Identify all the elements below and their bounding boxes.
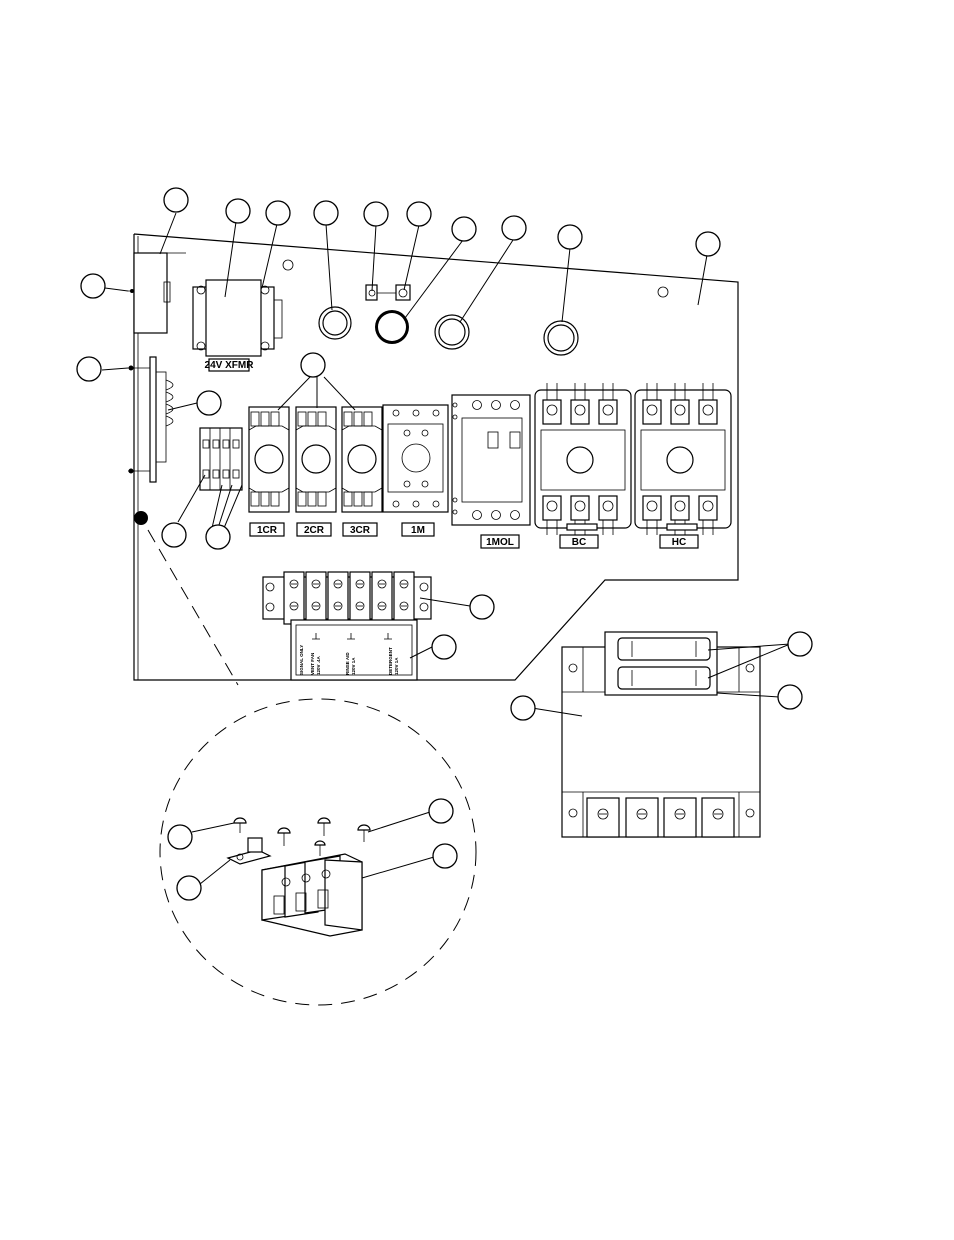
signal-item-2-line1: RINSE AID (345, 652, 350, 675)
callout-bubble (696, 232, 720, 256)
contactor-1m: 1M (383, 405, 448, 536)
strip-terminal (394, 572, 414, 624)
transformer: 24V XFMR (193, 280, 282, 371)
large-contactors (535, 383, 731, 535)
overload-1mol-label: 1MOL (486, 537, 514, 548)
relay-label: 1CR (257, 525, 278, 536)
callout-bubble (206, 525, 230, 549)
callout-bubble (81, 274, 105, 298)
grommets (319, 307, 578, 355)
horizontal-terminal-strip (263, 572, 431, 624)
callout-bubble (502, 216, 526, 240)
relay-3cr: 3CR (342, 407, 382, 536)
callout-bubble (433, 844, 457, 868)
callout-bubble (197, 391, 221, 415)
relay-label: 3CR (350, 525, 371, 536)
signal-item-2-line2: 120V 1A (351, 657, 356, 675)
grommet-3 (435, 315, 469, 349)
signal-item-3-line2: 120V 1A (394, 657, 399, 675)
callout-bubble (788, 632, 812, 656)
signal-title: SIGNAL ONLY (299, 645, 304, 675)
bc-label: BC (572, 537, 586, 548)
hc-label: HC (672, 537, 686, 548)
callout-bubble (429, 799, 453, 823)
detail-terminal-block (262, 854, 362, 936)
strip-terminal (372, 572, 392, 624)
strip-terminal (328, 572, 348, 624)
callout-bubble (168, 825, 192, 849)
callout-bubble (558, 225, 582, 249)
relay-2cr: 2CR (296, 407, 336, 536)
left-side-bracket (128, 253, 186, 333)
fuse-block-panel (562, 632, 760, 837)
callout-bubble (778, 685, 802, 709)
callout-bubble (364, 202, 388, 226)
vertical-terminal-block (200, 428, 242, 490)
callout-bubble (226, 199, 250, 223)
grommet-1 (319, 307, 351, 339)
contactor-bc (535, 383, 631, 535)
callout-bubble (77, 357, 101, 381)
side-connector-strip (128, 357, 173, 525)
callout-bubble (407, 202, 431, 226)
control-relays: 1CR 2CR 3CR (249, 407, 382, 536)
callout-bubble (452, 217, 476, 241)
signal-item-3-line1: DETERGENT (388, 647, 393, 675)
relay-label: 2CR (304, 525, 325, 536)
signal-item-1-line1: VENT FAN (310, 653, 315, 675)
strip-terminal (306, 572, 326, 624)
contactor-hc (635, 383, 731, 535)
detail-jumper-bracket (228, 838, 270, 864)
signal-plate: SIGNAL ONLY VENT FAN 120V .4A RINSE AID … (291, 620, 417, 680)
callout-bubble (511, 696, 535, 720)
signal-item-1-line2: 120V .4A (316, 655, 321, 675)
strip-terminal (284, 572, 304, 624)
bc-label-group: BC (560, 535, 598, 548)
callout-bubble (301, 353, 325, 377)
hc-label-group: HC (660, 535, 698, 548)
transformer-label: 24V XFMR (205, 360, 255, 371)
callout-bubble (162, 523, 186, 547)
ground-dot (134, 511, 148, 525)
grommet-4 (544, 321, 578, 355)
callout-bubble (266, 201, 290, 225)
callout-bubble (470, 595, 494, 619)
contactor-1m-label: 1M (411, 525, 425, 536)
callout-bubble (164, 188, 188, 212)
overload-1mol: 1MOL (452, 395, 530, 548)
relay-1cr: 1CR (249, 407, 289, 536)
grommet-2 (375, 310, 409, 344)
callout-bubble (177, 876, 201, 900)
callout-bubble (432, 635, 456, 659)
callout-bubble (314, 201, 338, 225)
strip-terminal (350, 572, 370, 624)
